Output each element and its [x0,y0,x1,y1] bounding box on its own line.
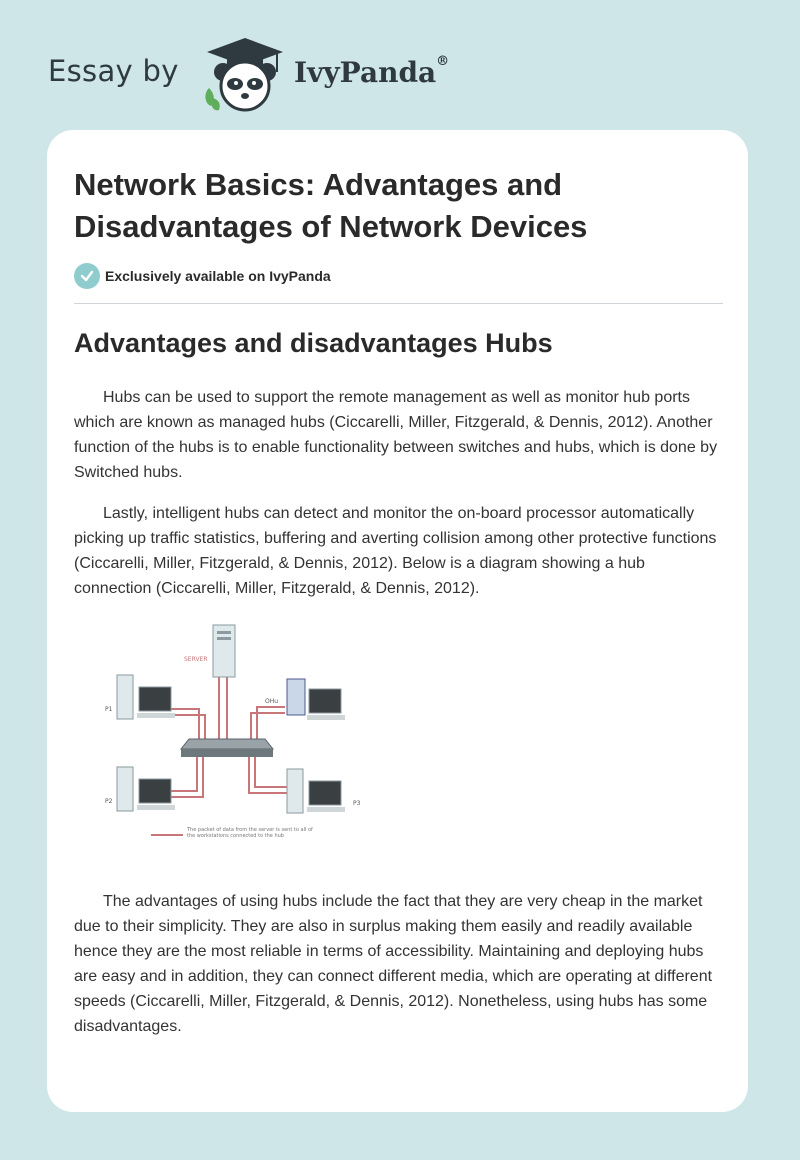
registered-mark: ® [436,54,450,69]
hub-device [179,738,275,757]
workstation [116,674,175,720]
essay-by-label: Essay by [48,54,179,88]
workstation [116,766,175,812]
pc2-label: P2 [105,798,113,805]
server-tower [212,624,236,678]
paragraph: Hubs can be used to support the remote m… [74,389,718,481]
brand-text: IvyPanda [294,56,437,89]
pc1-label: P1 [105,706,113,713]
checkmark-icon [74,263,100,289]
badge-text: Exclusively available on IvyPanda [105,268,331,284]
panda-logo-icon[interactable] [203,36,287,112]
pc3-label: P3 [353,800,361,807]
paragraph: Lastly, intelligent hubs can detect and … [74,505,717,597]
legend-text: The packet of data from the server is se… [187,827,313,839]
server-label: SERVER [184,656,208,663]
paragraph: The advantages of using hubs include the… [74,893,713,1035]
section-heading: Advantages and disadvantages Hubs [74,328,553,358]
exclusive-badge: Exclusively available on IvyPanda [74,263,331,289]
legend-box: The packet of data from the server is se… [187,827,313,839]
ohu-label: OHu [265,698,278,705]
workstation [286,678,345,720]
article-title: Network Basics: Advantages and Disadvant… [74,167,588,244]
article-card: Network Basics: Advantages and Disadvant… [47,130,748,1112]
hub-connection-diagram: SERVER P1 OHu P2 [105,624,361,839]
divider [74,303,723,304]
workstation [286,768,345,814]
brand-name[interactable]: IvyPanda® [294,54,450,89]
connection-lines [159,675,287,798]
site-header: Essay by IvyPanda® [48,36,548,112]
